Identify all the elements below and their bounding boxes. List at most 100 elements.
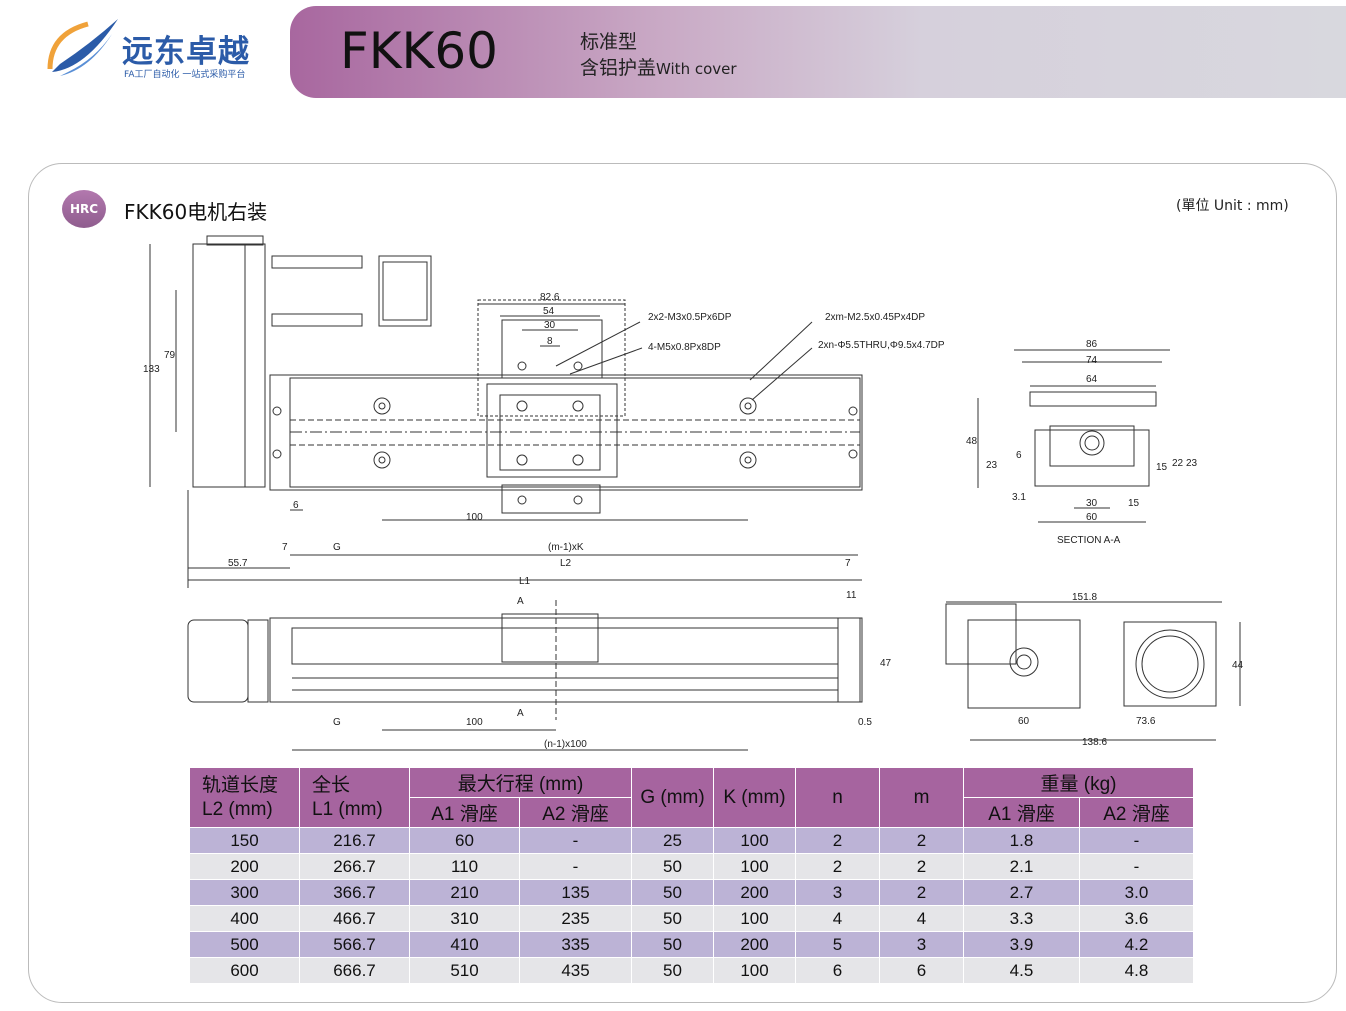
table-cell: 100 (713, 905, 796, 932)
dim-g: G (333, 542, 341, 553)
table-cell: 2 (795, 853, 880, 880)
table-cell: 1.8 (963, 827, 1080, 854)
dim-mk: (m-1)xK (548, 542, 584, 553)
dim-11: 11 (846, 590, 857, 601)
dim-86: 86 (1086, 339, 1098, 350)
company-logo (40, 14, 270, 84)
table-cell: 510 (409, 957, 520, 984)
header-k: K (mm) (713, 767, 796, 828)
table-cell: 566.7 (299, 931, 410, 958)
table-cell: 235 (519, 905, 632, 932)
table-cell: 3.9 (963, 931, 1080, 958)
header-weight: 重量 (kg) (963, 767, 1194, 798)
table-cell: 266.7 (299, 853, 410, 880)
table-cell: 4.8 (1079, 957, 1194, 984)
table-cell: - (519, 827, 632, 854)
header-n: n (795, 767, 880, 828)
rail-body-side (269, 617, 861, 703)
table-cell: 200 (713, 879, 796, 906)
table-cell: 100 (713, 827, 796, 854)
dim-3-1: 3.1 (1012, 492, 1026, 503)
dim-15b: 15 (1128, 498, 1140, 509)
table-cell: - (1079, 827, 1194, 854)
dim-151-8: 151.8 (1072, 592, 1097, 603)
header-weight-a2: A2 滑座 (1079, 797, 1194, 828)
dim-133: 133 (143, 364, 160, 375)
table-cell: 300 (189, 879, 300, 906)
motor-body-side (187, 619, 249, 703)
table-cell: 335 (519, 931, 632, 958)
dim-44: 44 (1232, 660, 1244, 671)
dim-55-7: 55.7 (228, 558, 248, 569)
dim-48: 48 (966, 436, 978, 447)
note-m5: 4-M5x0.8Px8DP (648, 342, 721, 353)
dim-74: 74 (1086, 355, 1098, 366)
table-cell: 466.7 (299, 905, 410, 932)
header-stroke-a1: A1 滑座 (409, 797, 520, 828)
table-cell: 4.2 (1079, 931, 1194, 958)
slider-block (477, 299, 626, 417)
table-cell: 210 (409, 879, 520, 906)
dim-100b: 100 (466, 717, 483, 728)
dim-23b: 23 (1186, 458, 1198, 469)
dim-l2: L2 (560, 558, 572, 569)
table-cell: 2 (879, 879, 964, 906)
table-cell: 500 (189, 931, 300, 958)
dim-82-6: 82.6 (540, 292, 560, 303)
title-banner (290, 6, 1346, 98)
table-cell: 2 (879, 827, 964, 854)
table-cell: 50 (631, 905, 714, 932)
dim-15: 15 (1156, 462, 1168, 473)
section-title: FKK60电机右装 (124, 200, 268, 224)
cover-label-cn: 含铝护盖 (580, 57, 657, 79)
note-m3: 2x2-M3x0.5Px6DP (648, 312, 732, 323)
header-stroke-a2: A2 滑座 (519, 797, 632, 828)
table-cell: 3 (795, 879, 880, 906)
table-cell: 2.1 (963, 853, 1080, 880)
table-cell: 200 (189, 853, 300, 880)
end-view-cap (945, 603, 1017, 665)
table-cell: 216.7 (299, 827, 410, 854)
header-max-stroke: 最大行程 (mm) (409, 767, 632, 798)
rail-body-top (269, 374, 863, 491)
table-cell: 2.7 (963, 879, 1080, 906)
cover-label-en: With cover (656, 60, 737, 78)
dim-60b: 60 (1018, 716, 1030, 727)
technical-drawing: 82.6 54 30 8 2x2-M3x0.5Px6DP 4-M5x0.8Px8… (143, 235, 1244, 751)
table-cell: - (519, 853, 632, 880)
dim-l1: L1 (519, 576, 531, 587)
table-cell: 6 (879, 957, 964, 984)
table-cell: - (1079, 853, 1194, 880)
dim-8: 8 (547, 336, 553, 347)
table-cell: 50 (631, 931, 714, 958)
table-cell: 600 (189, 957, 300, 984)
dim-30b: 30 (1086, 498, 1098, 509)
dim-73-6: 73.6 (1136, 716, 1156, 727)
brand-name: 远东卓越 (122, 34, 250, 70)
table-cell: 50 (631, 879, 714, 906)
table-cell: 5 (795, 931, 880, 958)
dim-n100: (n-1)x100 (544, 739, 587, 750)
dim-60: 60 (1086, 512, 1098, 523)
dim-7b: 7 (845, 558, 851, 569)
dim-64: 64 (1086, 374, 1098, 385)
type-label: 标准型 (580, 31, 638, 53)
table-cell: 3.0 (1079, 879, 1194, 906)
table-cell: 2 (879, 853, 964, 880)
table-cell: 50 (631, 853, 714, 880)
table-cell: 435 (519, 957, 632, 984)
table-cell: 200 (713, 931, 796, 958)
table-cell: 100 (713, 957, 796, 984)
end-view-body (967, 619, 1081, 709)
brand-slogan: FA工厂自动化 一站式采购平台 (124, 70, 246, 80)
cover-label: 含铝护盖With cover (580, 53, 737, 80)
end-view-motor (1123, 621, 1217, 707)
dim-7a: 7 (282, 542, 288, 553)
header-rail-label: 轨道长度 (202, 774, 279, 796)
dim-g2: G (333, 717, 341, 728)
